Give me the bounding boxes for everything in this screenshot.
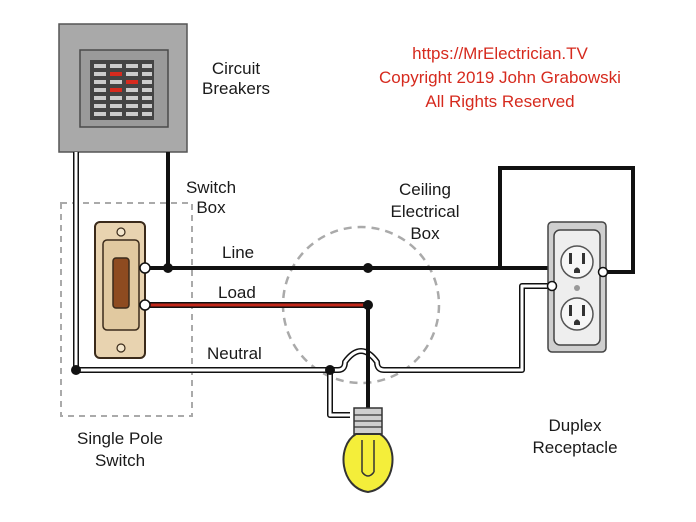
duplex-receptacle-line-2: Receptacle	[532, 438, 618, 457]
splice-dot	[325, 365, 335, 375]
copyright-url: https://MrElectrician.TV	[412, 44, 588, 63]
switch-box-line-2: Box	[196, 198, 226, 217]
breaker-panel	[58, 23, 188, 153]
switch-box-outline	[60, 202, 193, 417]
neutral-wire	[73, 152, 552, 418]
circuit-breakers-line-2: Breakers	[201, 79, 271, 98]
light-bulb	[342, 407, 394, 494]
circuit-breakers-line-1: Circuit	[211, 59, 261, 78]
load-wire	[150, 302, 370, 410]
duplex-receptacle	[546, 221, 609, 353]
single-pole-switch-line-2: Switch	[94, 451, 146, 470]
single-pole-switch	[94, 221, 151, 359]
splice-dot	[71, 365, 81, 375]
duplex-receptacle-line-1: Duplex	[548, 416, 602, 435]
line-wire	[148, 152, 635, 274]
splice-dot	[363, 300, 373, 310]
switch-box-label: Switch Box	[176, 178, 246, 218]
splice-dot	[363, 263, 373, 273]
ceiling-box-line-1: Ceiling	[399, 180, 451, 199]
single-pole-switch-label: Single Pole Switch	[60, 428, 180, 472]
circuit-breakers-label: Circuit Breakers	[196, 59, 276, 99]
switch-box-line-1: Switch	[185, 178, 237, 197]
ceiling-box-line-2: Electrical	[390, 202, 460, 221]
line-label: Line	[222, 243, 255, 262]
neutral-label: Neutral	[207, 344, 262, 363]
breaker-switches	[94, 64, 152, 116]
rights-line: All Rights Reserved	[425, 92, 575, 111]
load-label: Load	[218, 283, 256, 302]
ceiling-box-label: Ceiling Electrical Box	[375, 179, 475, 245]
copyright-line: Copyright 2019 John Grabowski	[379, 68, 621, 87]
splice-dot	[163, 263, 173, 273]
ceiling-box-line-3: Box	[410, 224, 440, 243]
duplex-receptacle-label: Duplex Receptacle	[515, 415, 635, 459]
single-pole-switch-line-1: Single Pole	[76, 429, 163, 448]
